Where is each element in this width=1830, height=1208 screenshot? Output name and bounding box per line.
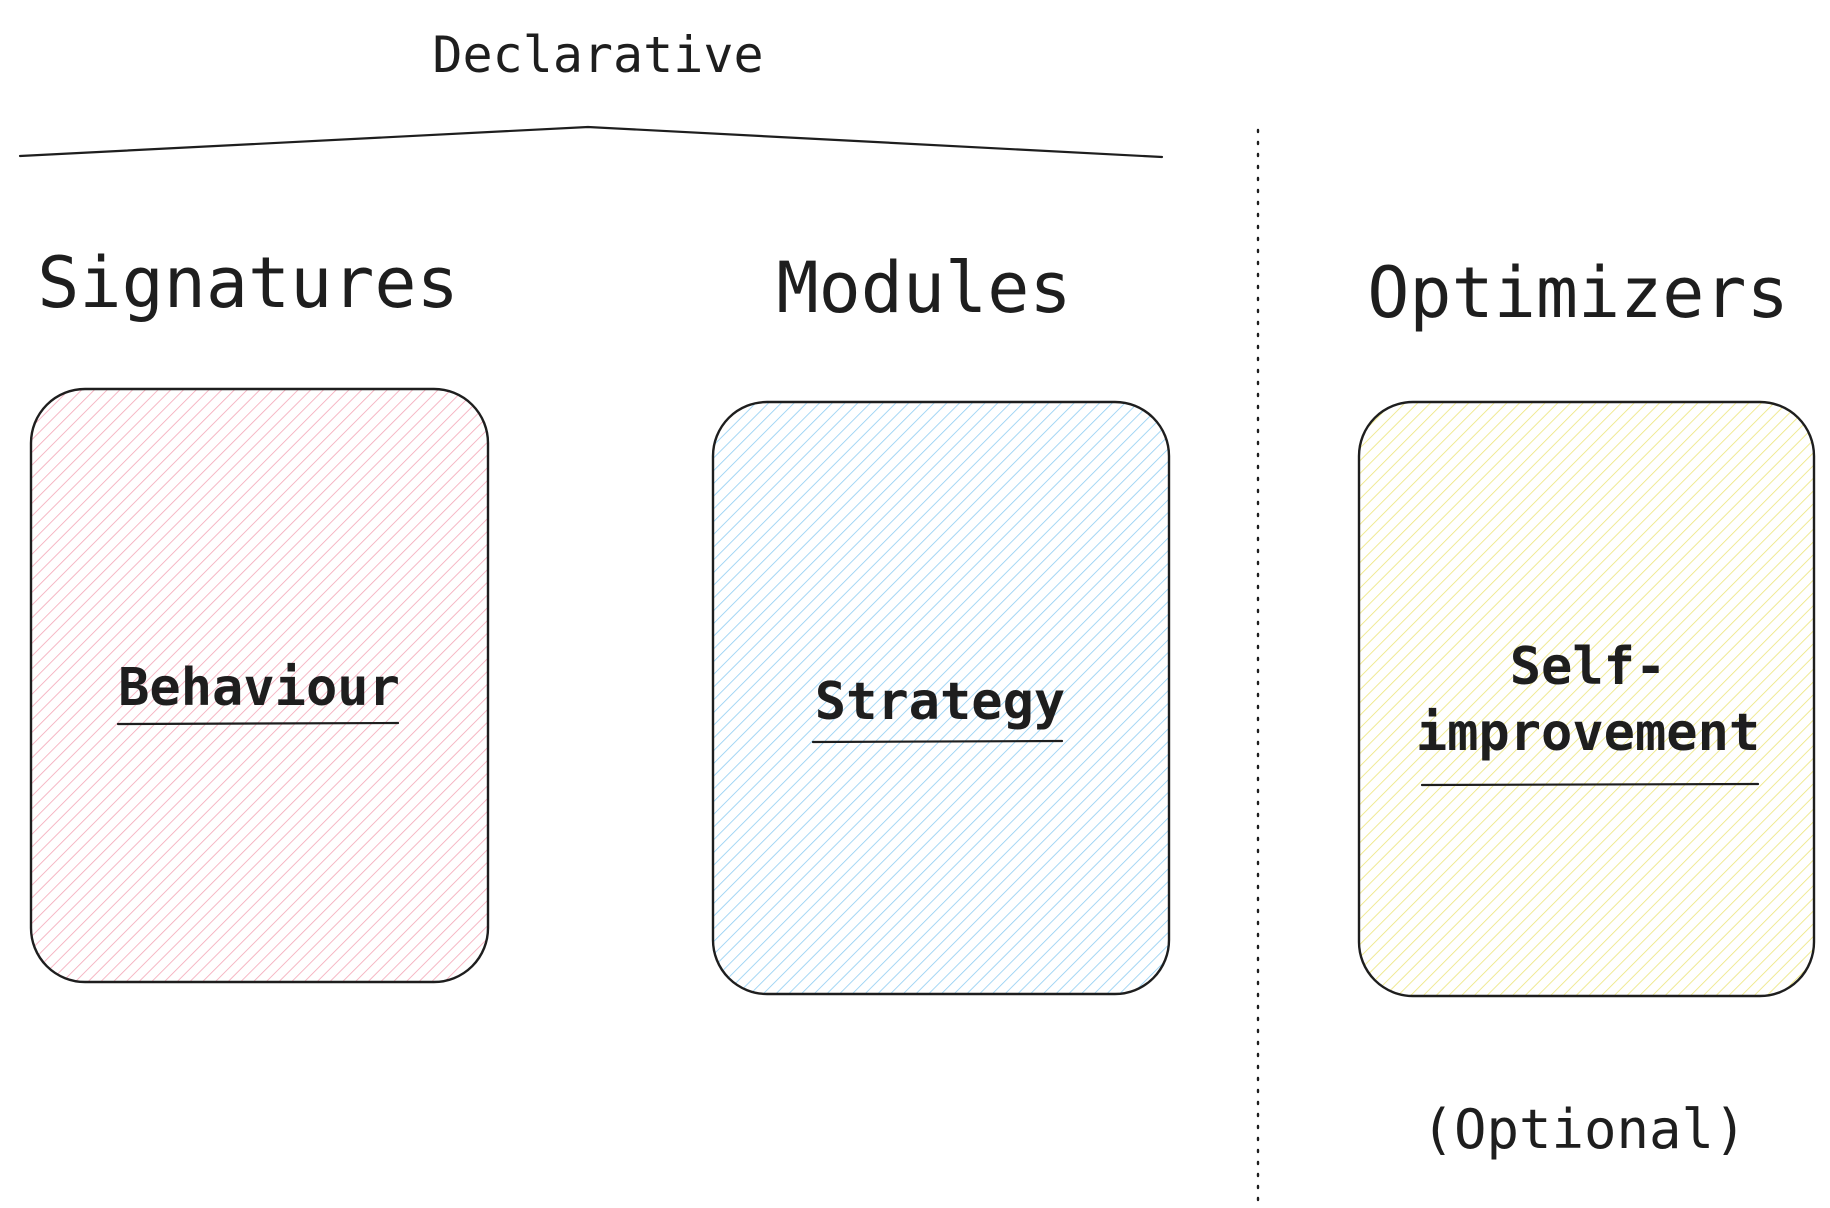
behaviour-underline: [116, 721, 400, 726]
strategy-box: [711, 400, 1171, 996]
behaviour-box: [29, 387, 490, 984]
column-signatures: Signatures Behaviour: [29, 242, 490, 984]
strategy-underline: [811, 739, 1064, 744]
self-improvement-label-line2: improvement: [1416, 703, 1760, 763]
optional-note: (Optional): [1421, 1098, 1746, 1161]
behaviour-label: Behaviour: [118, 658, 400, 718]
declarative-label: Declarative: [432, 26, 763, 84]
self-improvement-label-line1: Self-: [1510, 637, 1667, 697]
signatures-heading: Signatures: [37, 242, 458, 324]
strategy-label: Strategy: [815, 672, 1065, 732]
modules-heading: Modules: [776, 247, 1071, 329]
column-modules: Modules Strategy: [711, 247, 1171, 996]
optimizers-heading: Optimizers: [1367, 252, 1788, 334]
column-optimizers: Optimizers Self- improvement (Optional): [1357, 252, 1816, 1161]
self-improvement-underline: [1420, 782, 1760, 787]
self-improvement-box: [1357, 400, 1816, 998]
declarative-bracket: [18, 125, 1164, 159]
